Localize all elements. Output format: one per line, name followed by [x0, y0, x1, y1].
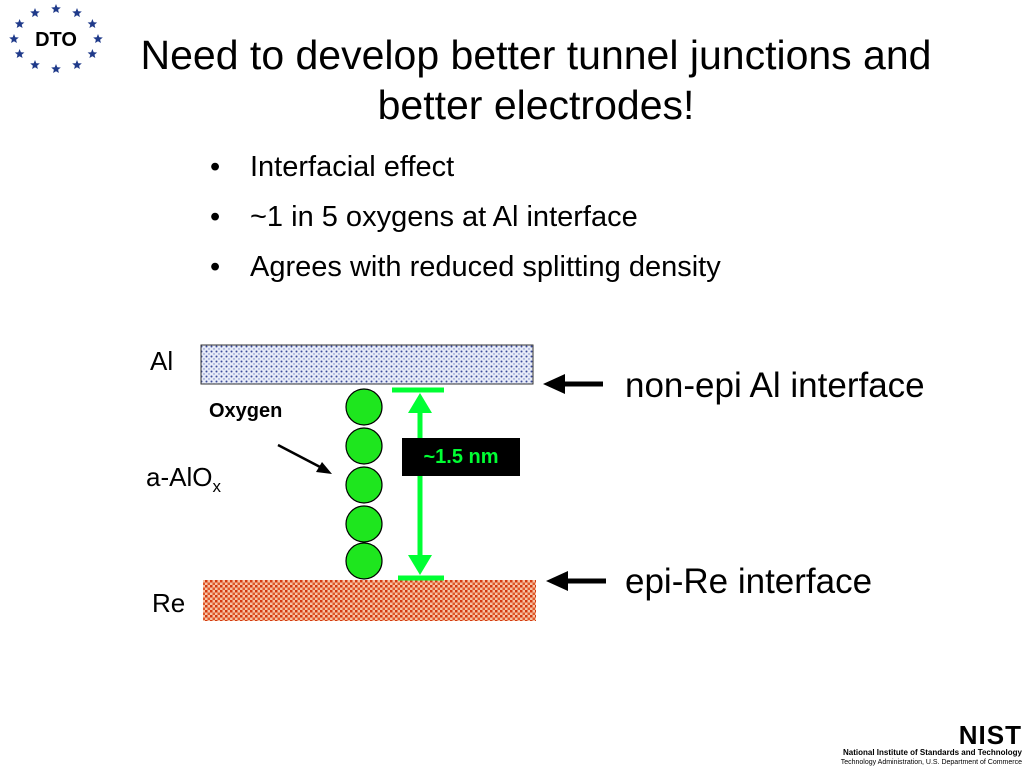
star-icon [93, 34, 103, 43]
bottom-interface-arrow-icon [546, 571, 606, 591]
bullet-text: Agrees with reduced splitting density [250, 251, 721, 283]
bullet-text: ~1 in 5 oxygens at Al interface [250, 201, 638, 233]
bullet-item: • Interfacial effect [210, 142, 721, 192]
nist-department: Technology Administration, U.S. Departme… [840, 759, 1022, 766]
oxygen-label: Oxygen [209, 400, 283, 422]
junction-diagram [200, 344, 606, 621]
star-icon [51, 64, 61, 73]
star-icon [14, 49, 25, 58]
star-ring-icon [9, 4, 103, 73]
star-icon [51, 4, 61, 13]
al-electrode [200, 344, 534, 385]
barrier-label-base: a-AlO [146, 462, 213, 492]
star-icon [14, 19, 25, 28]
oxygen-atom [345, 542, 383, 580]
nist-name: National Institute of Standards and Tech… [843, 748, 1022, 757]
nist-logo: NIST [958, 720, 1022, 750]
oxygen-pointer-arrow-icon [277, 443, 332, 474]
bullet-marker: • [210, 251, 221, 283]
dto-logo: DTO [9, 4, 103, 73]
bullet-list: • Interfacial effect • ~1 in 5 oxygens at … [210, 142, 721, 292]
star-icon [30, 8, 40, 18]
oxygen-atom [345, 466, 383, 504]
top-interface-arrow-icon [543, 374, 603, 394]
bottom-interface-label: epi-Re interface [625, 562, 873, 601]
logo-text: DTO [35, 29, 77, 51]
oxygen-atom [345, 427, 383, 465]
thickness-label: ~1.5 nm [402, 438, 520, 476]
star-icon [72, 60, 82, 69]
top-interface-label: non-epi Al interface [625, 366, 925, 405]
oxygen-atom [345, 505, 383, 543]
barrier-label-subscript: x [212, 477, 221, 497]
al-layer-label: Al [150, 346, 174, 376]
re-layer-label: Re [152, 588, 186, 618]
bullet-marker: • [210, 151, 221, 183]
bullet-marker: • [210, 201, 221, 233]
barrier-label: a-AlOx [146, 462, 221, 497]
re-electrode [203, 580, 536, 621]
bullet-text: Interfacial effect [250, 151, 455, 183]
slide-title: Need to develop better tunnel junctions … [140, 32, 932, 128]
bullet-item: • Agrees with reduced splitting density [210, 242, 721, 292]
bullet-item: • ~1 in 5 oxygens at Al interface [210, 192, 721, 242]
star-icon [30, 60, 40, 69]
thickness-arrow-icon [392, 387, 444, 581]
star-icon [87, 19, 98, 28]
nist-footer: NIST National Institute of Standards and… [818, 722, 1022, 768]
star-icon [72, 8, 82, 18]
oxygen-atoms [345, 388, 383, 580]
star-icon [87, 49, 98, 58]
oxygen-atom [345, 388, 383, 426]
star-icon [9, 34, 19, 43]
